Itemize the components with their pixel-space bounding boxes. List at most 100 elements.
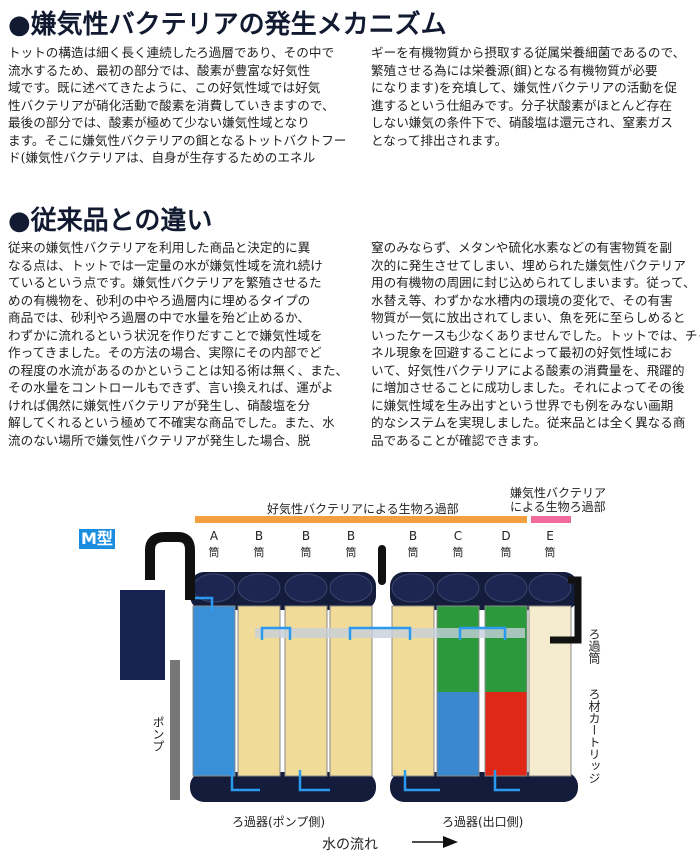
column-cap bbox=[237, 573, 281, 603]
pump-label: ポンプ bbox=[151, 716, 165, 752]
text-line: ければ偶然に嫌気性バクテリアが発生し、硝酸塩を分 bbox=[8, 397, 311, 413]
column-suffix: 筒 bbox=[545, 545, 556, 559]
transfer-pipe bbox=[255, 628, 525, 638]
flow-arrow bbox=[298, 770, 330, 792]
text-line: 性バクテリアが硝化活動で酸素を消費していきますので、 bbox=[8, 97, 335, 113]
column-fill-top bbox=[485, 606, 527, 692]
text-line: トットの構造は細く長く連続したろ過層であり、その中で bbox=[8, 45, 335, 60]
column-fill-top bbox=[529, 606, 571, 692]
aerobic-label: 好気性バクテリアによる生物ろ過部 bbox=[267, 502, 459, 516]
text-line: 用の有機物の周囲に封じ込められてしまいます。従って、 bbox=[371, 275, 696, 290]
column-fill-bottom bbox=[193, 692, 235, 776]
column-cap bbox=[484, 573, 528, 603]
column-fill-top bbox=[437, 606, 479, 692]
section1-right-text: ギーを有機物質から摂取する従属栄養細菌であるので、繁殖させる為には栄養源(餌)と… bbox=[371, 44, 685, 149]
text-line: の程度の水流があるのかということは知る術は無く、また、 bbox=[8, 362, 349, 378]
text-line: なる点は、トットでは一定量の水が嫌気性域を流れ続け bbox=[8, 257, 323, 273]
column-suffix: 筒 bbox=[408, 545, 419, 559]
pump-body bbox=[120, 590, 165, 680]
column-outline bbox=[391, 605, 435, 777]
text-line: わずかに流れるという状況を作りだすことで嫌気性域を bbox=[8, 327, 323, 343]
column-fill-top bbox=[285, 606, 327, 692]
column-cap bbox=[436, 573, 480, 603]
flow-arrow-top bbox=[260, 626, 507, 640]
column-letter: C bbox=[454, 529, 462, 543]
column-outline bbox=[528, 605, 572, 777]
column-outline bbox=[329, 605, 373, 777]
section2-left-text: 従来の嫌気性バクテリアを利用した商品と決定的に異なる点は、トットでは一定量の水が… bbox=[8, 239, 348, 449]
text-line: となって排出されます。 bbox=[371, 132, 508, 148]
column-letter: B bbox=[255, 529, 263, 543]
section-heading-difference: ●従来品との違い bbox=[8, 206, 213, 236]
text-line: になります)を充填して、嫌気性バクテリアの活動を促 bbox=[371, 80, 678, 95]
text-line: 物質が一気に放出されてしまい、魚を死に至らしめると bbox=[371, 310, 686, 325]
section1-left-text: トットの構造は細く長く連続したろ過層であり、その中で流水するため、最初の部分では… bbox=[8, 44, 346, 167]
column-letter: E bbox=[546, 529, 554, 543]
column-letter: B bbox=[302, 529, 310, 543]
text-line: いったケースも少なくありませんでした。トットでは、チャ bbox=[371, 327, 700, 343]
column-letter: A bbox=[210, 529, 219, 543]
column-letter: D bbox=[501, 529, 510, 543]
flow-arrow-head bbox=[443, 836, 458, 848]
column-suffix: 筒 bbox=[254, 545, 265, 559]
text-line: しない嫌気の条件下で、硝酸塩は還元され、窒素ガス bbox=[371, 115, 673, 130]
pump-side-housing-base bbox=[190, 772, 376, 802]
text-line: めの有機物を、砂利の中やろ過層内に埋めるタイプの bbox=[8, 292, 311, 308]
pump-tube bbox=[170, 660, 180, 800]
column-suffix: 筒 bbox=[301, 545, 312, 559]
pump-side-label: ろ過器(ポンプ側) bbox=[232, 815, 326, 829]
column-suffix: 筒 bbox=[346, 545, 357, 559]
column-outline bbox=[284, 605, 328, 777]
text-line: ド(嫌気性バクテリアは、自身が生存するためのエネル bbox=[8, 150, 316, 165]
text-line: 水替え等、わずかな水槽内の環境の変化で、その有害 bbox=[371, 292, 673, 308]
section-heading-mechanism: ●嫌気性バクテリアの発生メカニズム bbox=[8, 10, 447, 40]
text-line: その水量をコントロールもできず、言い換えれば、運がよ bbox=[8, 380, 334, 395]
text-line: いて、好気性バクテリアによる酸素の消費量を、飛躍的 bbox=[371, 362, 685, 378]
column-outline bbox=[192, 605, 236, 777]
text-line: 進するという仕組みです。分子状酸素がほとんど存在 bbox=[371, 97, 672, 113]
column-outline bbox=[237, 605, 281, 777]
text-line: 流水するため、最初の部分では、酸素が豊富な好気性 bbox=[8, 62, 311, 78]
text-line: 流のない場所で嫌気性バクテリアが発生した場合、脱 bbox=[8, 432, 311, 448]
column-fill-bottom bbox=[485, 692, 527, 776]
column-fill-bottom bbox=[437, 692, 479, 776]
column-outline bbox=[484, 605, 528, 777]
column-fill-bottom bbox=[238, 692, 280, 776]
column-suffix: 筒 bbox=[501, 545, 512, 559]
aerobic-bar bbox=[195, 516, 527, 523]
filter-tube-label: ろ過筒 bbox=[587, 628, 601, 664]
flow-arrow bbox=[493, 770, 520, 792]
model-badge: M型 bbox=[79, 529, 115, 549]
text-line: 品であることが確認できます。 bbox=[371, 432, 546, 448]
text-line: 作ってきました。その方法の場合、実際にその内部でど bbox=[8, 345, 322, 360]
column-suffix: 筒 bbox=[453, 545, 464, 559]
text-line: 商品では、砂利やろ過層の中で水量を殆ど止めるか、 bbox=[8, 310, 310, 325]
column-fill-bottom bbox=[330, 692, 372, 776]
outlet-side-label: ろ過器(出口側) bbox=[442, 815, 524, 829]
text-line: 的なシステムを実現しました。従来品とは全く異なる商 bbox=[371, 415, 686, 430]
text-line: 窒のみならず、メタンや硫化水素などの有害物質を副 bbox=[371, 240, 673, 255]
column-cap bbox=[391, 573, 435, 603]
column-fill-bottom bbox=[285, 692, 327, 776]
text-line: ギーを有機物質から摂取する従属栄養細菌であるので、 bbox=[371, 45, 686, 60]
text-line: ているという点です。嫌気性バクテリアを繁殖させるた bbox=[8, 275, 322, 290]
column-suffix: 筒 bbox=[209, 545, 220, 559]
flow-arrow bbox=[230, 770, 260, 792]
text-line: ネル現象を回避することによって最初の好気性域にお bbox=[371, 345, 673, 360]
column-fill-bottom bbox=[529, 692, 571, 776]
text-line: 域です。既に述べてきたように、この好気性域では好気 bbox=[8, 80, 321, 95]
flow-arrow bbox=[403, 770, 440, 792]
anaerobic-label-1: 嫌気性バクテリア bbox=[510, 486, 607, 500]
column-fill-bottom bbox=[392, 692, 434, 776]
column-cap bbox=[284, 573, 328, 603]
column-outline bbox=[436, 605, 480, 777]
outlet-pipe bbox=[550, 576, 582, 644]
text-line: に嫌気性域を生み出すという世界でも例をみない画期 bbox=[371, 397, 674, 413]
cartridge-label: ろ材カートリッジ bbox=[587, 688, 601, 784]
column-letter: B bbox=[409, 529, 417, 543]
column-cap bbox=[329, 573, 373, 603]
intake-pipe bbox=[145, 532, 195, 600]
flow-arrow bbox=[195, 596, 214, 612]
